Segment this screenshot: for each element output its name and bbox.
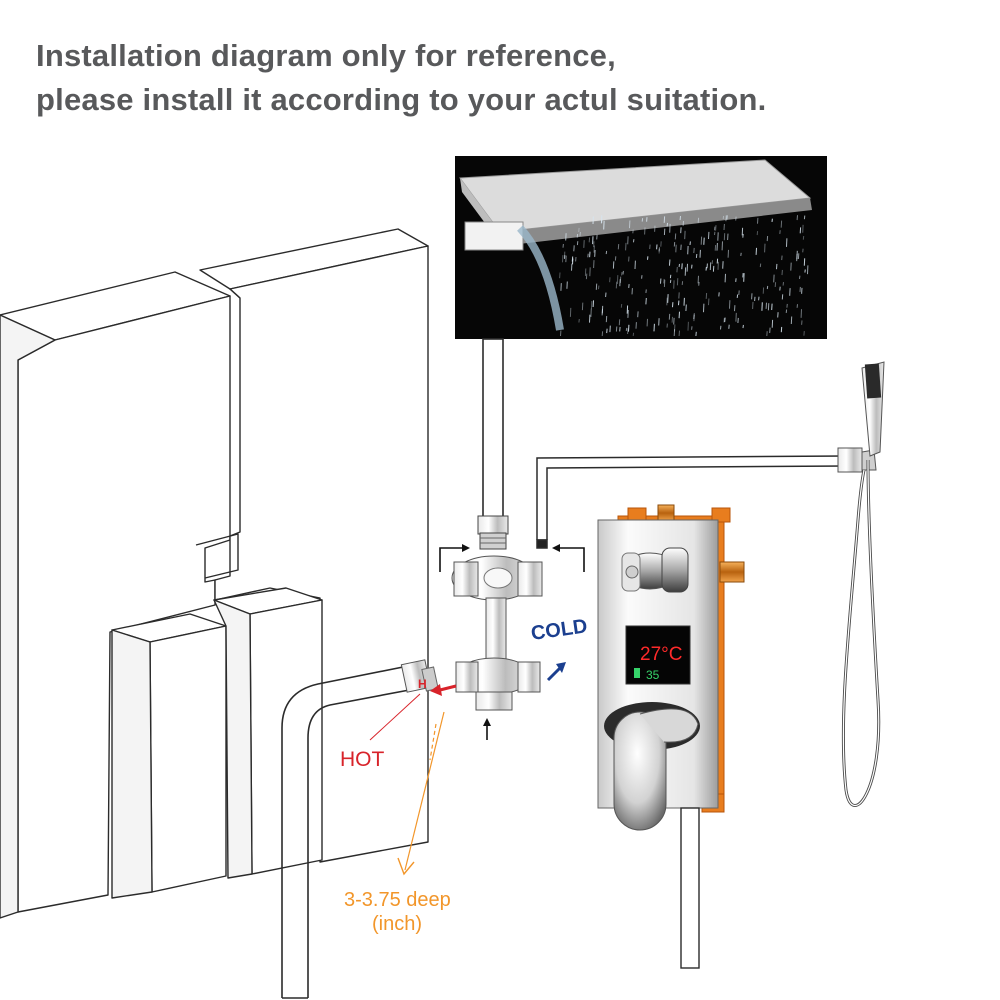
rain-shower-head-icon (459, 159, 812, 331)
valve-outlet-pipe (680, 807, 700, 969)
rain-shower-head-photo (455, 156, 827, 339)
cold-label: COLD (530, 615, 589, 645)
hot-supply-pipe (281, 663, 421, 999)
depth-arrow (397, 711, 445, 876)
lower-block-left-front (149, 625, 227, 893)
hand-shower-bracket (837, 447, 863, 473)
valve-side-outlet (719, 561, 745, 583)
flow-readout: 35 (646, 668, 660, 682)
caption: Installation diagram only for reference,… (36, 34, 766, 122)
diverter-lever-handle (604, 702, 700, 831)
depth-value-label: 3-3.75 deep (344, 889, 451, 911)
hot-arrow (369, 684, 457, 741)
lower-block-left-side (111, 629, 153, 899)
hot-port-marker: H (418, 677, 427, 691)
shower-riser-pipe (482, 338, 504, 522)
flow-arrows (439, 544, 585, 740)
arrow-outlet-left (439, 547, 462, 572)
hot-inlet-connector (400, 659, 439, 693)
hand-shower-icon (837, 361, 885, 807)
temperature-readout: 27°C (640, 644, 682, 665)
lower-block-mid-front (249, 599, 323, 875)
display-indicator (634, 668, 640, 678)
diverter-fitting-icon (451, 515, 543, 711)
wall-blocks (0, 228, 429, 919)
arrow-outlet-right (560, 547, 585, 572)
lower-block-mid-side (213, 599, 253, 879)
hand-shower-supply-pipe (536, 455, 847, 549)
wall-recess (195, 533, 239, 579)
wall-slab-left-side (0, 314, 56, 919)
caption-line-1: Installation diagram only for reference, (36, 38, 616, 73)
thermostatic-mixing-valve-icon: 27°C 35 (597, 504, 745, 969)
valve-top-outlet (657, 504, 675, 522)
rain-drops (559, 215, 809, 337)
hot-label: HOT (340, 748, 385, 771)
depth-unit-label: (inch) (372, 913, 422, 935)
cold-arrow (546, 662, 566, 682)
caption-line-2: please install it according to your actu… (36, 82, 767, 117)
temperature-knob (621, 547, 689, 593)
